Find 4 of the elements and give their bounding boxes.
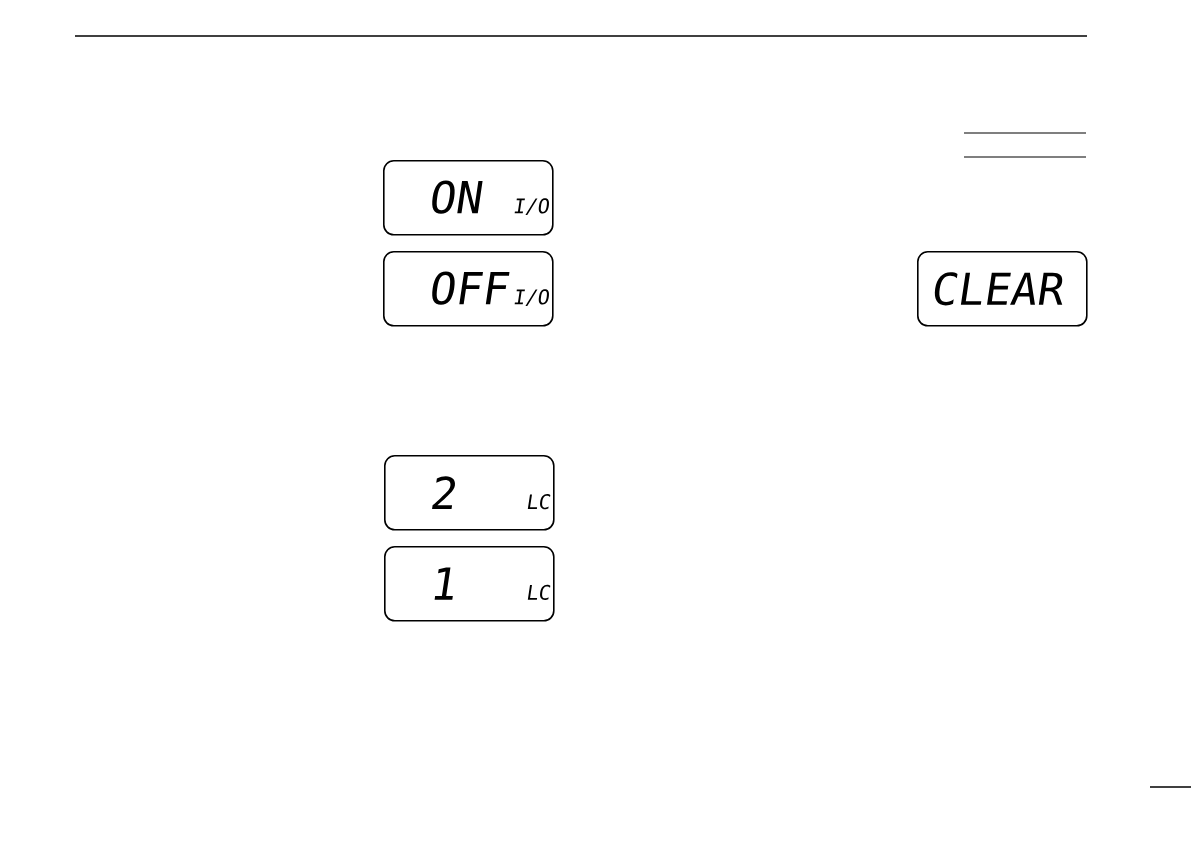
lcd-display: CLEAR [917,251,1088,327]
lcd-display: ON I/O [383,160,554,236]
lcd-display: 2 LC [384,455,555,531]
lcd-display: 1 LC [384,546,555,622]
